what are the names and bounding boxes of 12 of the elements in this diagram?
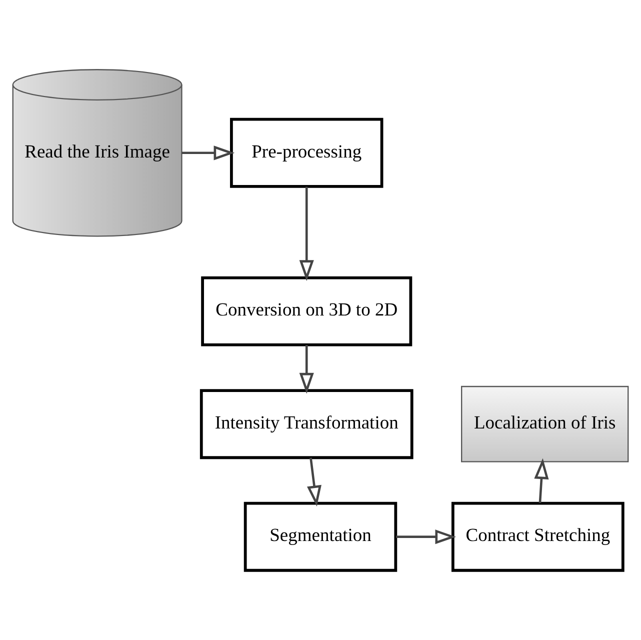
node-box: Pre-processing	[230, 118, 384, 188]
arrow	[299, 186, 314, 281]
arrow	[534, 458, 549, 504]
node-box: Contract Stretching	[451, 502, 624, 572]
node-box: Intensity Transformation	[200, 389, 414, 460]
node-box: Localization of Iris	[461, 386, 629, 462]
arrow	[299, 345, 314, 394]
node-box: Conversion on 3D to 2D	[201, 276, 412, 346]
arrow	[396, 530, 456, 544]
arrow	[182, 146, 235, 160]
node-box: Segmentation	[244, 502, 398, 572]
arrow	[306, 458, 322, 506]
